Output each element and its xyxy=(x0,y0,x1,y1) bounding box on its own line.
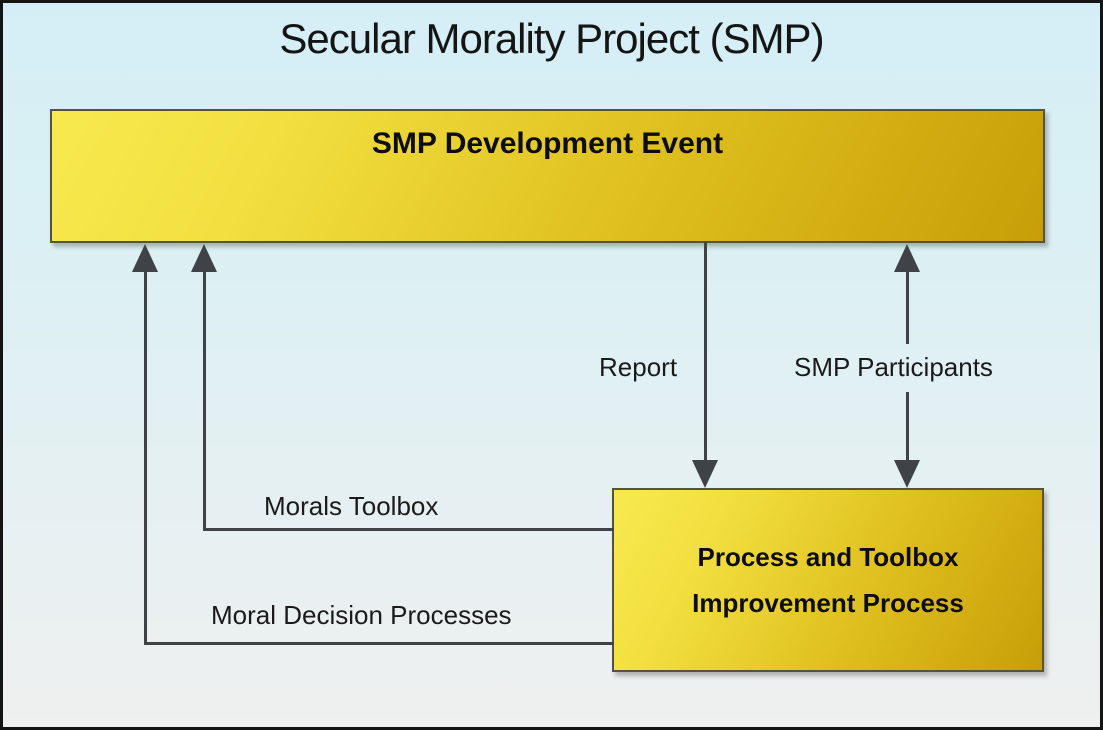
diagram-title: Secular Morality Project (SMP) xyxy=(279,15,824,62)
connector-participants-arrowhead-down-icon xyxy=(894,460,920,488)
connector-participants-arrowhead-up-icon xyxy=(894,244,920,272)
connector-participants-line-upper xyxy=(906,268,909,344)
connector-participants-label: SMP Participants xyxy=(794,352,993,382)
connector-report-label: Report xyxy=(599,352,678,382)
connector-morals-toolbox-line-vertical xyxy=(203,268,206,531)
node-improvement-process: Process and Toolbox Improvement Process xyxy=(612,488,1044,672)
connector-moral-decision-label: Moral Decision Processes xyxy=(211,600,512,630)
node-smp-development-event: SMP Development Event xyxy=(50,109,1045,243)
connector-report-line xyxy=(704,242,707,464)
node-improvement-process-label-line1: Process and Toolbox xyxy=(697,542,959,572)
connector-morals-toolbox-line-horizontal xyxy=(203,528,614,531)
connector-moral-decision-line-vertical xyxy=(144,268,147,645)
connector-moral-decision-line-horizontal xyxy=(144,642,614,645)
connector-participants-line-lower xyxy=(906,392,909,462)
node-improvement-process-label-line2: Improvement Process xyxy=(692,588,964,618)
connector-morals-toolbox-label: Morals Toolbox xyxy=(264,491,439,521)
node-smp-development-event-label: SMP Development Event xyxy=(371,127,724,160)
connector-morals-toolbox-arrowhead-up-icon xyxy=(191,244,217,272)
connector-moral-decision-arrowhead-up-icon xyxy=(132,244,158,272)
connector-report-arrowhead-down-icon xyxy=(692,460,718,488)
